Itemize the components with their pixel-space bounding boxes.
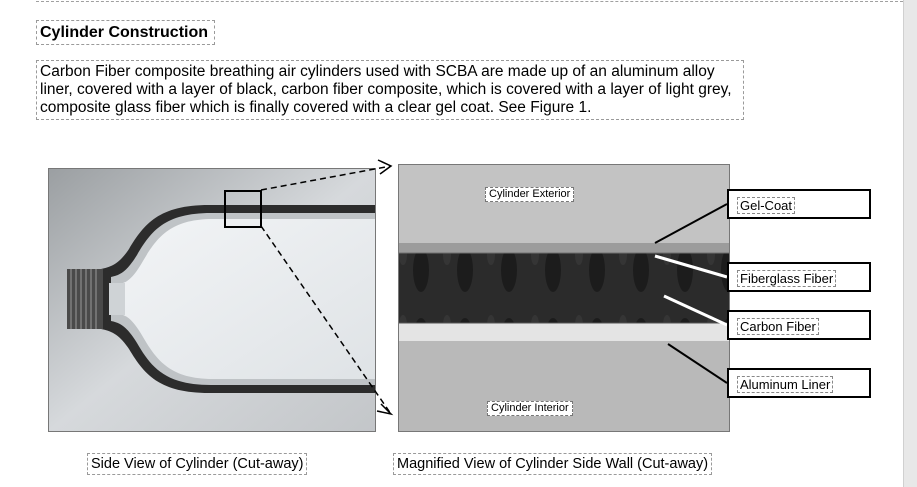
top-divider (36, 0, 903, 2)
body-paragraph: Carbon Fiber composite breathing air cyl… (36, 60, 744, 120)
cylinder-cutaway-photo (49, 169, 375, 431)
zoom-region-box (224, 190, 262, 228)
side-wall-photo (399, 165, 729, 431)
fiberglass-callout: Fiberglass Fiber (727, 262, 871, 292)
cylinder-exterior-label: Cylinder Exterior (485, 187, 575, 202)
gel-coat-callout: Gel-Coat (727, 189, 871, 219)
magnified-view-image: Cylinder Exterior Cylinder Interior (398, 164, 730, 432)
aluminum-liner-label: Aluminum Liner (737, 376, 834, 393)
scrollbar[interactable] (903, 0, 917, 487)
side-view-image (48, 168, 376, 432)
cylinder-interior-label: Cylinder Interior (487, 401, 573, 416)
section-heading: Cylinder Construction (36, 20, 216, 45)
gel-coat-label: Gel-Coat (737, 197, 796, 214)
right-figure-caption: Magnified View of Cylinder Side Wall (Cu… (393, 453, 713, 475)
aluminum-liner-callout: Aluminum Liner (727, 368, 871, 398)
fiberglass-label: Fiberglass Fiber (737, 270, 837, 287)
carbon-fiber-label: Carbon Fiber (737, 318, 819, 335)
left-figure-caption: Side View of Cylinder (Cut-away) (87, 453, 308, 475)
carbon-fiber-callout: Carbon Fiber (727, 310, 871, 340)
